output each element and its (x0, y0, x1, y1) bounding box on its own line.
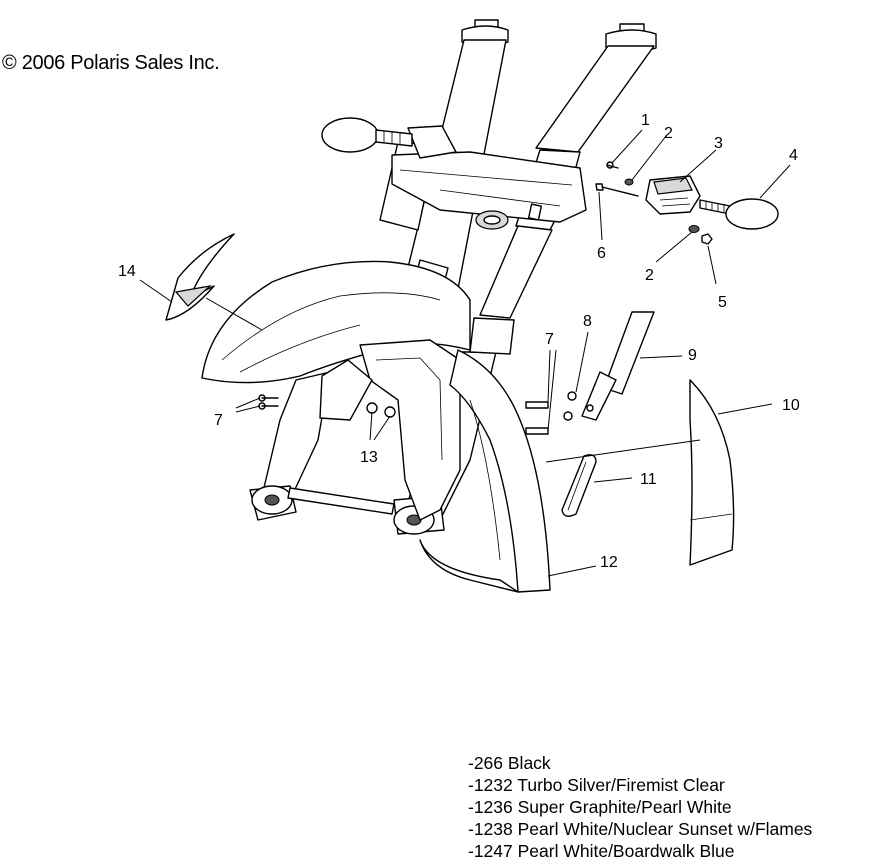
reflector-11 (561, 454, 597, 517)
callout-9: 9 (688, 347, 697, 364)
trim-strip-10 (689, 379, 735, 566)
callout-labels: 1 2 3 4 2 5 6 7 8 9 10 7 13 11 12 14 (118, 112, 800, 571)
callout-1: 1 (641, 112, 650, 129)
fasteners (258, 391, 577, 435)
callout-5: 5 (718, 294, 727, 311)
fork-lower-left (249, 371, 331, 521)
callout-8: 8 (583, 313, 592, 330)
triple-clamp (391, 125, 587, 230)
color-code-list: -266 Black -1232 Turbo Silver/Firemist C… (468, 752, 812, 862)
color-code-item: -1232 Turbo Silver/Firemist Clear (468, 775, 725, 795)
callout-4: 4 (789, 147, 798, 164)
color-code-item: -1247 Pearl White/Boardwalk Blue (468, 841, 735, 861)
callout-6: 6 (597, 245, 606, 262)
fender-emblem (165, 233, 235, 321)
callout-2b: 2 (645, 267, 654, 284)
callout-7b: 7 (214, 412, 223, 429)
callout-7: 7 (545, 331, 554, 348)
callout-14: 14 (118, 263, 136, 280)
callout-2: 2 (664, 125, 673, 142)
left-turn-signal (321, 117, 413, 153)
turn-signal-hardware (595, 161, 779, 245)
callout-13: 13 (360, 449, 378, 466)
color-code-item: -1238 Pearl White/Nuclear Sunset w/Flame… (468, 819, 813, 839)
axle (287, 487, 395, 515)
leader-lines (139, 129, 791, 577)
callout-3: 3 (714, 135, 723, 152)
callout-12: 12 (600, 554, 618, 571)
bracket-9 (581, 311, 655, 421)
callout-11: 11 (640, 471, 657, 488)
lower-fender (419, 349, 551, 593)
copyright-notice: © 2006 Polaris Sales Inc. (2, 52, 220, 74)
callout-10: 10 (782, 397, 800, 414)
front-fender (201, 260, 471, 384)
color-code-item: -266 Black (468, 753, 551, 773)
color-code-item: -1236 Super Graphite/Pearl White (468, 797, 732, 817)
fender-brace (319, 339, 461, 521)
